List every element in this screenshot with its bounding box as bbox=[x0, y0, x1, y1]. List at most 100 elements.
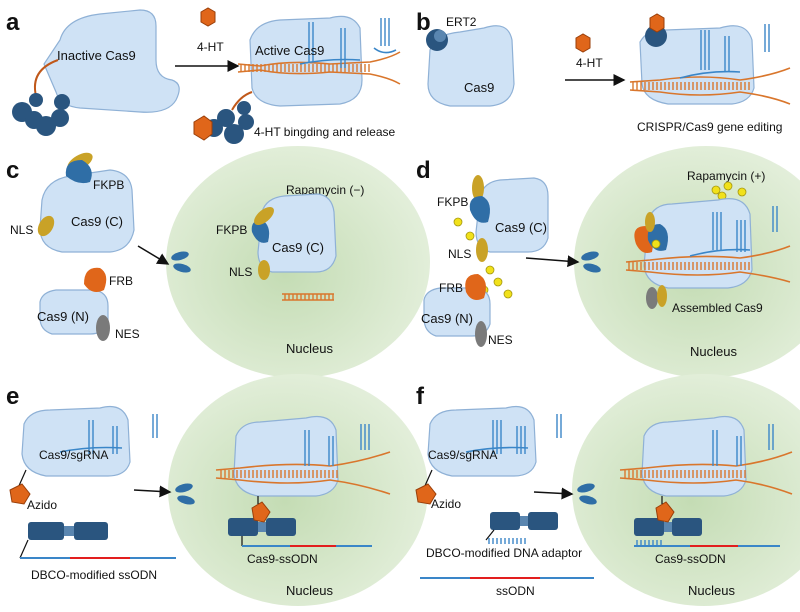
cas9c-nucleus-shape bbox=[257, 193, 337, 273]
sgrna-b bbox=[679, 24, 772, 79]
frb-domain-icon bbox=[465, 274, 486, 300]
cas9-nucleus-shape-e bbox=[233, 415, 339, 497]
panel-label-e: e bbox=[6, 383, 19, 410]
nuc-cas9c-label-c: Cas9 (C) bbox=[272, 240, 324, 255]
sgrna-f bbox=[465, 414, 564, 454]
cas9c-label-d: Cas9 (C) bbox=[495, 220, 547, 235]
active-cas9-label: Active Cas9 bbox=[255, 43, 324, 58]
drug-label-a: 4-HT bbox=[197, 40, 224, 54]
cas-label-f: Cas9/sgRNA bbox=[428, 448, 497, 462]
ert2-bound-icon bbox=[645, 13, 667, 47]
azido-group-icon bbox=[415, 483, 437, 505]
fkpb-domain-icon bbox=[469, 196, 490, 223]
panel-label-a: a bbox=[6, 9, 20, 36]
nuclear-pore-icon bbox=[577, 483, 597, 505]
cas9c-shape-c bbox=[39, 169, 135, 253]
sgrna-d bbox=[689, 206, 780, 257]
rapamycin-label-c: Rapamycin (−) bbox=[286, 183, 364, 197]
cas9n-label-d: Cas9 (N) bbox=[421, 311, 473, 326]
panel-d: d Rapamycin (+) FKPB Cas9 (C) NLS FRB Ca… bbox=[416, 146, 800, 378]
sgrna-e bbox=[59, 414, 160, 454]
cas-label-e: Cas9/sgRNA bbox=[39, 448, 108, 462]
dbco-label-e: DBCO-modified ssODN bbox=[31, 568, 157, 582]
dimerized-domains-icon bbox=[634, 212, 668, 309]
nucleus-label-c: Nucleus bbox=[286, 341, 333, 356]
azido-group-icon bbox=[9, 483, 31, 505]
ert2-label: ERT2 bbox=[446, 15, 477, 29]
nucleus-label-e: Nucleus bbox=[286, 583, 333, 598]
cas9-sgrna-shape-e bbox=[21, 405, 131, 477]
adaptor-label-f: DBCO-modified DNA adaptor bbox=[426, 546, 582, 560]
dbco-linker-icon bbox=[19, 522, 108, 559]
nes-tag-icon bbox=[475, 321, 487, 347]
frb-label-c: FRB bbox=[109, 274, 133, 288]
panel-label-d: d bbox=[416, 157, 431, 184]
4ht-molecule-icon bbox=[575, 33, 591, 53]
nes-label-d: NES bbox=[488, 333, 513, 347]
sgrna-nucleus-e bbox=[302, 424, 370, 466]
dna-strand-b bbox=[629, 67, 791, 105]
nls-tag-icon bbox=[476, 238, 488, 262]
sgrna-a bbox=[299, 18, 397, 68]
product-label-f: Cas9-ssODN bbox=[655, 552, 726, 566]
cas9-label-b: Cas9 bbox=[464, 80, 494, 95]
panel-a: a Inactive Cas9 4-HT bbox=[6, 7, 401, 144]
inactive-cas9-shape bbox=[43, 9, 180, 113]
nes-tag-icon bbox=[96, 315, 110, 341]
drug-label-b: 4-HT bbox=[576, 56, 603, 70]
nuc-nls-label-c: NLS bbox=[229, 265, 252, 279]
inactive-cas9-label: Inactive Cas9 bbox=[57, 48, 136, 63]
panel-label-f: f bbox=[416, 383, 425, 410]
cas9-shape-b bbox=[427, 25, 515, 107]
fkpb-tag-icon bbox=[472, 175, 484, 201]
fkpb-tag-icon bbox=[254, 207, 274, 225]
nes-label-c: NES bbox=[115, 327, 140, 341]
fkpb-label-c: FKPB bbox=[93, 178, 124, 192]
fkpb-domain-icon bbox=[251, 220, 270, 243]
nuclear-pore-icon bbox=[171, 251, 191, 273]
dna-strand-a bbox=[237, 51, 401, 85]
4ht-molecule-icon bbox=[200, 7, 216, 27]
dna-fragment-c bbox=[282, 293, 334, 301]
nls-tag-icon bbox=[37, 215, 55, 237]
dna-strand-e bbox=[215, 451, 391, 495]
result-label-b: CRISPR/Cas9 gene editing bbox=[637, 120, 782, 134]
ert2-domain-icon bbox=[426, 29, 448, 51]
conjugated-adaptor-icon bbox=[634, 496, 702, 546]
ssodn-label-f: ssODN bbox=[496, 584, 535, 598]
azido-label-e: Azido bbox=[27, 498, 57, 512]
released-inhibitor-icon bbox=[193, 91, 254, 144]
panel-label-c: c bbox=[6, 157, 19, 184]
cas9n-label-c: Cas9 (N) bbox=[37, 309, 89, 324]
nls-tag-icon bbox=[258, 260, 270, 280]
inhibitor-domain-icon bbox=[12, 93, 70, 136]
rapamycin-dots bbox=[711, 181, 747, 201]
panel-label-b: b bbox=[416, 9, 431, 36]
sgrna-nucleus-f bbox=[710, 424, 776, 466]
nls-label-c: NLS bbox=[10, 223, 33, 237]
fkpb-label-d: FKPB bbox=[437, 195, 468, 209]
panel-e: e Cas9/sgRNA Azido DBCO-modified ssODN bbox=[6, 374, 428, 606]
nucleus-label-f: Nucleus bbox=[688, 583, 735, 598]
dna-strand-d bbox=[625, 245, 791, 283]
panel-b: b ERT2 Cas9 4-HT CRISPR/Cas9 gene editin… bbox=[416, 9, 791, 134]
frb-label-d: FRB bbox=[439, 281, 463, 295]
azido-label-f: Azido bbox=[431, 497, 461, 511]
cas9n-shape-d bbox=[423, 287, 491, 337]
release-label: 4-HT bingding and release bbox=[254, 125, 396, 139]
conjugated-linker-icon bbox=[228, 496, 296, 546]
cas9c-label-c: Cas9 (C) bbox=[71, 214, 123, 229]
nuc-fkpb-label-c: FKPB bbox=[216, 223, 247, 237]
nucleus-label-d: Nucleus bbox=[690, 344, 737, 359]
cas9-sgrna-shape-f bbox=[427, 405, 537, 477]
cas9-nucleus-shape-f bbox=[641, 415, 747, 497]
product-label-e: Cas9-ssODN bbox=[247, 552, 318, 566]
nuclear-pore-icon bbox=[175, 483, 195, 505]
assembled-label-d: Assembled Cas9 bbox=[672, 301, 763, 315]
dna-strand-f bbox=[619, 451, 793, 495]
nls-label-d: NLS bbox=[448, 247, 471, 261]
panel-f: f Cas9/sgRNA Azido DBCO-modified DNA ada… bbox=[415, 374, 800, 606]
nuclear-pore-icon bbox=[581, 251, 601, 273]
panel-c: c FKPB NLS Cas9 (C) FRB Cas9 (N) NES Rap… bbox=[6, 146, 430, 386]
rapamycin-label-d: Rapamycin (+) bbox=[687, 169, 765, 183]
